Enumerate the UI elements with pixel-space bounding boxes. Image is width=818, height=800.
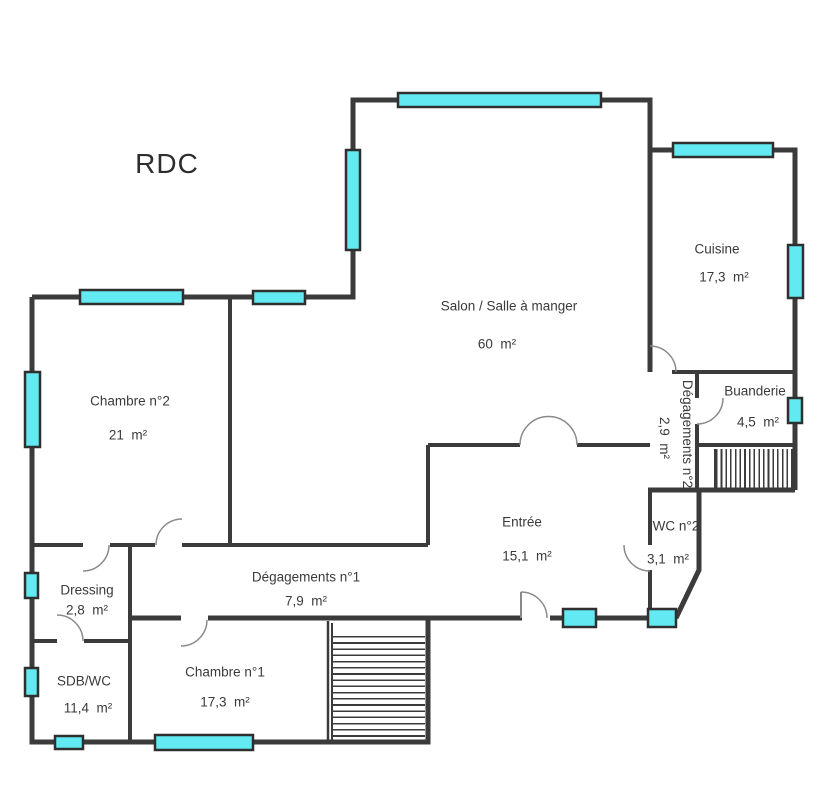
window-sdb-bottom [53, 734, 85, 751]
staircase-upper [714, 449, 795, 489]
window-cuisine-top [671, 141, 775, 159]
room-label-entree: Entrée [502, 514, 542, 530]
floor-title: RDC [135, 148, 199, 179]
room-label-degagements2: Dégagements n°2 [679, 379, 695, 489]
room-label-chambre1: Chambre n°1 [185, 664, 265, 680]
door-arc-buanderie [696, 397, 724, 425]
room-area-dressing: 2,8 m² [65, 602, 109, 618]
room-label-chambre2: Chambre n°2 [90, 393, 170, 409]
room-area-salon: 60 m² [477, 336, 517, 352]
window-sdb-left [23, 666, 40, 698]
room-area-chambre1: 17,3 m² [200, 694, 250, 710]
door-arc-entree-front [520, 591, 548, 619]
room-label-degagements1: Dégagements n°1 [251, 569, 361, 585]
staircase-lower [331, 623, 425, 741]
room-label-sdb-wc: SDB/WC [57, 673, 111, 689]
window-chambre2-left [23, 370, 42, 449]
room-label-salon: Salon / Salle à manger [440, 298, 578, 314]
door-arc-sdb [56, 614, 84, 642]
window-wc2-front [646, 607, 678, 629]
door-arc-dressing [82, 544, 110, 572]
room-label-dressing: Dressing [60, 582, 114, 598]
exterior-walls [29, 97, 798, 745]
window-dressing-left [23, 571, 40, 600]
window-entree-front [561, 607, 598, 629]
door-arc-chambre1 [180, 619, 208, 647]
door-arc-wc2 [623, 544, 651, 572]
door-arc-chambre2 [155, 518, 183, 546]
window-buanderie-right [786, 396, 804, 425]
room-label-wc2: WC n°2 [652, 518, 700, 534]
window-chambre1-bottom [153, 733, 255, 752]
room-area-degagements2: 2,9 m² [656, 416, 672, 460]
room-area-wc2: 3,1 m² [646, 551, 690, 567]
door-arc-double-salon [519, 415, 578, 446]
room-area-cuisine: 17,3 m² [699, 269, 749, 285]
window-cuisine-right [786, 243, 805, 300]
window-salon-top [396, 91, 603, 109]
window-chambre2-top-left [78, 288, 185, 306]
stair-treads [333, 636, 425, 741]
door-arc-cuisine [649, 345, 677, 373]
room-area-sdb-wc: 11,4 m² [63, 700, 113, 716]
interior-walls [32, 297, 795, 742]
room-label-buanderie: Buanderie [724, 383, 786, 399]
room-label-cuisine: Cuisine [694, 241, 740, 257]
room-area-entree: 15,1 m² [502, 548, 552, 564]
window-salon-left [344, 148, 362, 252]
room-area-degagements1: 7,9 m² [284, 593, 328, 609]
room-area-buanderie: 4,5 m² [736, 414, 780, 430]
window-salon-top-left [251, 289, 307, 306]
room-area-chambre2: 21 m² [108, 427, 148, 443]
windows [23, 91, 805, 752]
